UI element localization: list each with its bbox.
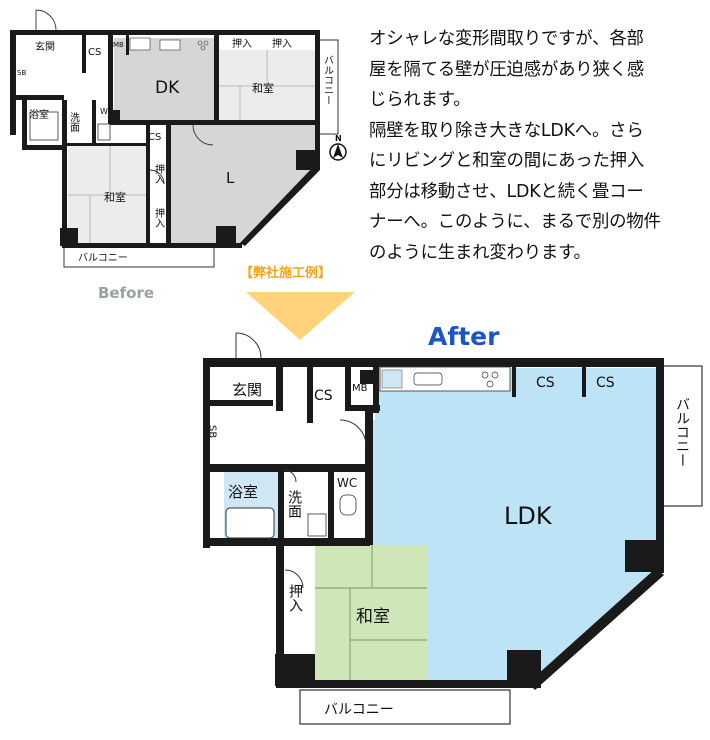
before-washitsu-top-label: 和室 [252, 81, 274, 95]
after-oshiire-label: 押入 [287, 584, 303, 612]
after-cs3-label: CS [596, 375, 615, 391]
before-balcony-bottom-label: バルコニー [78, 252, 128, 264]
description-text: オシャレな変形間取りですが、各部 屋を隔てる壁が圧迫感があり狭く感 じられます。… [369, 24, 699, 268]
down-arrow-icon [246, 292, 355, 340]
description-line: 隔壁を取り除き大きなLDKへ。さら [369, 120, 644, 141]
before-cs2-label: CS [148, 132, 161, 143]
description-line: のように生まれ変わります。 [369, 242, 591, 263]
description-line: 屋を隔てる壁が圧迫感があり狭く感 [369, 59, 645, 80]
construction-example-note: 【弊社施工例】 [240, 266, 332, 281]
after-washitsu-room [315, 545, 427, 683]
after-cs1-label: CS [314, 388, 333, 404]
before-sb-label: SB [17, 69, 26, 77]
after-sb-label: SB [207, 425, 218, 438]
after-balcony-right-label: バルコニー [674, 397, 690, 467]
before-l-label: L [226, 169, 235, 187]
after-balcony-bottom-label: バルコニー [324, 702, 394, 718]
after-washitsu-label: 和室 [356, 607, 390, 627]
before-senmen-label: 洗面 [68, 112, 80, 133]
before-cs1-label: CS [88, 47, 101, 58]
after-senmen-label: 洗面 [286, 490, 302, 518]
before-dk-room [114, 38, 218, 125]
after-caption: After [428, 322, 500, 351]
before-mb-label: MB [113, 41, 124, 49]
compass-label: N [335, 134, 342, 143]
description-line: ナーへ。このように、まるで別の物件 [369, 212, 661, 232]
before-oshiire3-label: 押入 [153, 163, 165, 184]
before-l-room [170, 125, 318, 245]
description-line: オシャレな変形間取りですが、各部 [369, 29, 644, 49]
after-mb-label: MB [352, 383, 368, 394]
before-oshiire4-label: 押入 [153, 207, 165, 228]
description-line: 部分は移動させ、LDKと続く畳コー [369, 181, 644, 202]
after-wc-label: WC [337, 476, 357, 490]
description-line: じられます。 [369, 90, 471, 110]
after-genkan-label: 玄関 [232, 381, 262, 399]
after-floorplan: 玄関 CS MB CS CS SB バルコニー 浴室 洗面 WC LDK 押入 … [203, 332, 703, 725]
after-yokushitsu-label: 浴室 [228, 483, 258, 501]
after-balcony-bottom [299, 689, 511, 725]
after-ldk-room [370, 368, 656, 685]
before-dk-label: DK [155, 78, 180, 98]
before-wc-label: WC [100, 107, 114, 116]
before-oshiire2-label: 押入 [272, 37, 292, 50]
after-cs2-label: CS [536, 375, 555, 391]
description-line: にリビングと和室の間にあった押入 [369, 151, 645, 171]
before-genkan-label: 玄関 [35, 40, 55, 53]
before-washitsu-label: 和室 [104, 190, 126, 204]
before-balcony-right-label: バルコニー [322, 55, 334, 105]
after-ldk-label: LDK [504, 502, 553, 530]
before-caption: Before [98, 284, 155, 302]
before-oshiire1-label: 押入 [232, 37, 252, 50]
before-yokushitsu-label: 浴室 [29, 108, 49, 121]
compass-icon: N [329, 134, 347, 161]
before-floorplan: N 玄関 CS MB 押入 押入 SB DK 和室 バルコニー 浴室 洗面 WC… [10, 9, 347, 268]
